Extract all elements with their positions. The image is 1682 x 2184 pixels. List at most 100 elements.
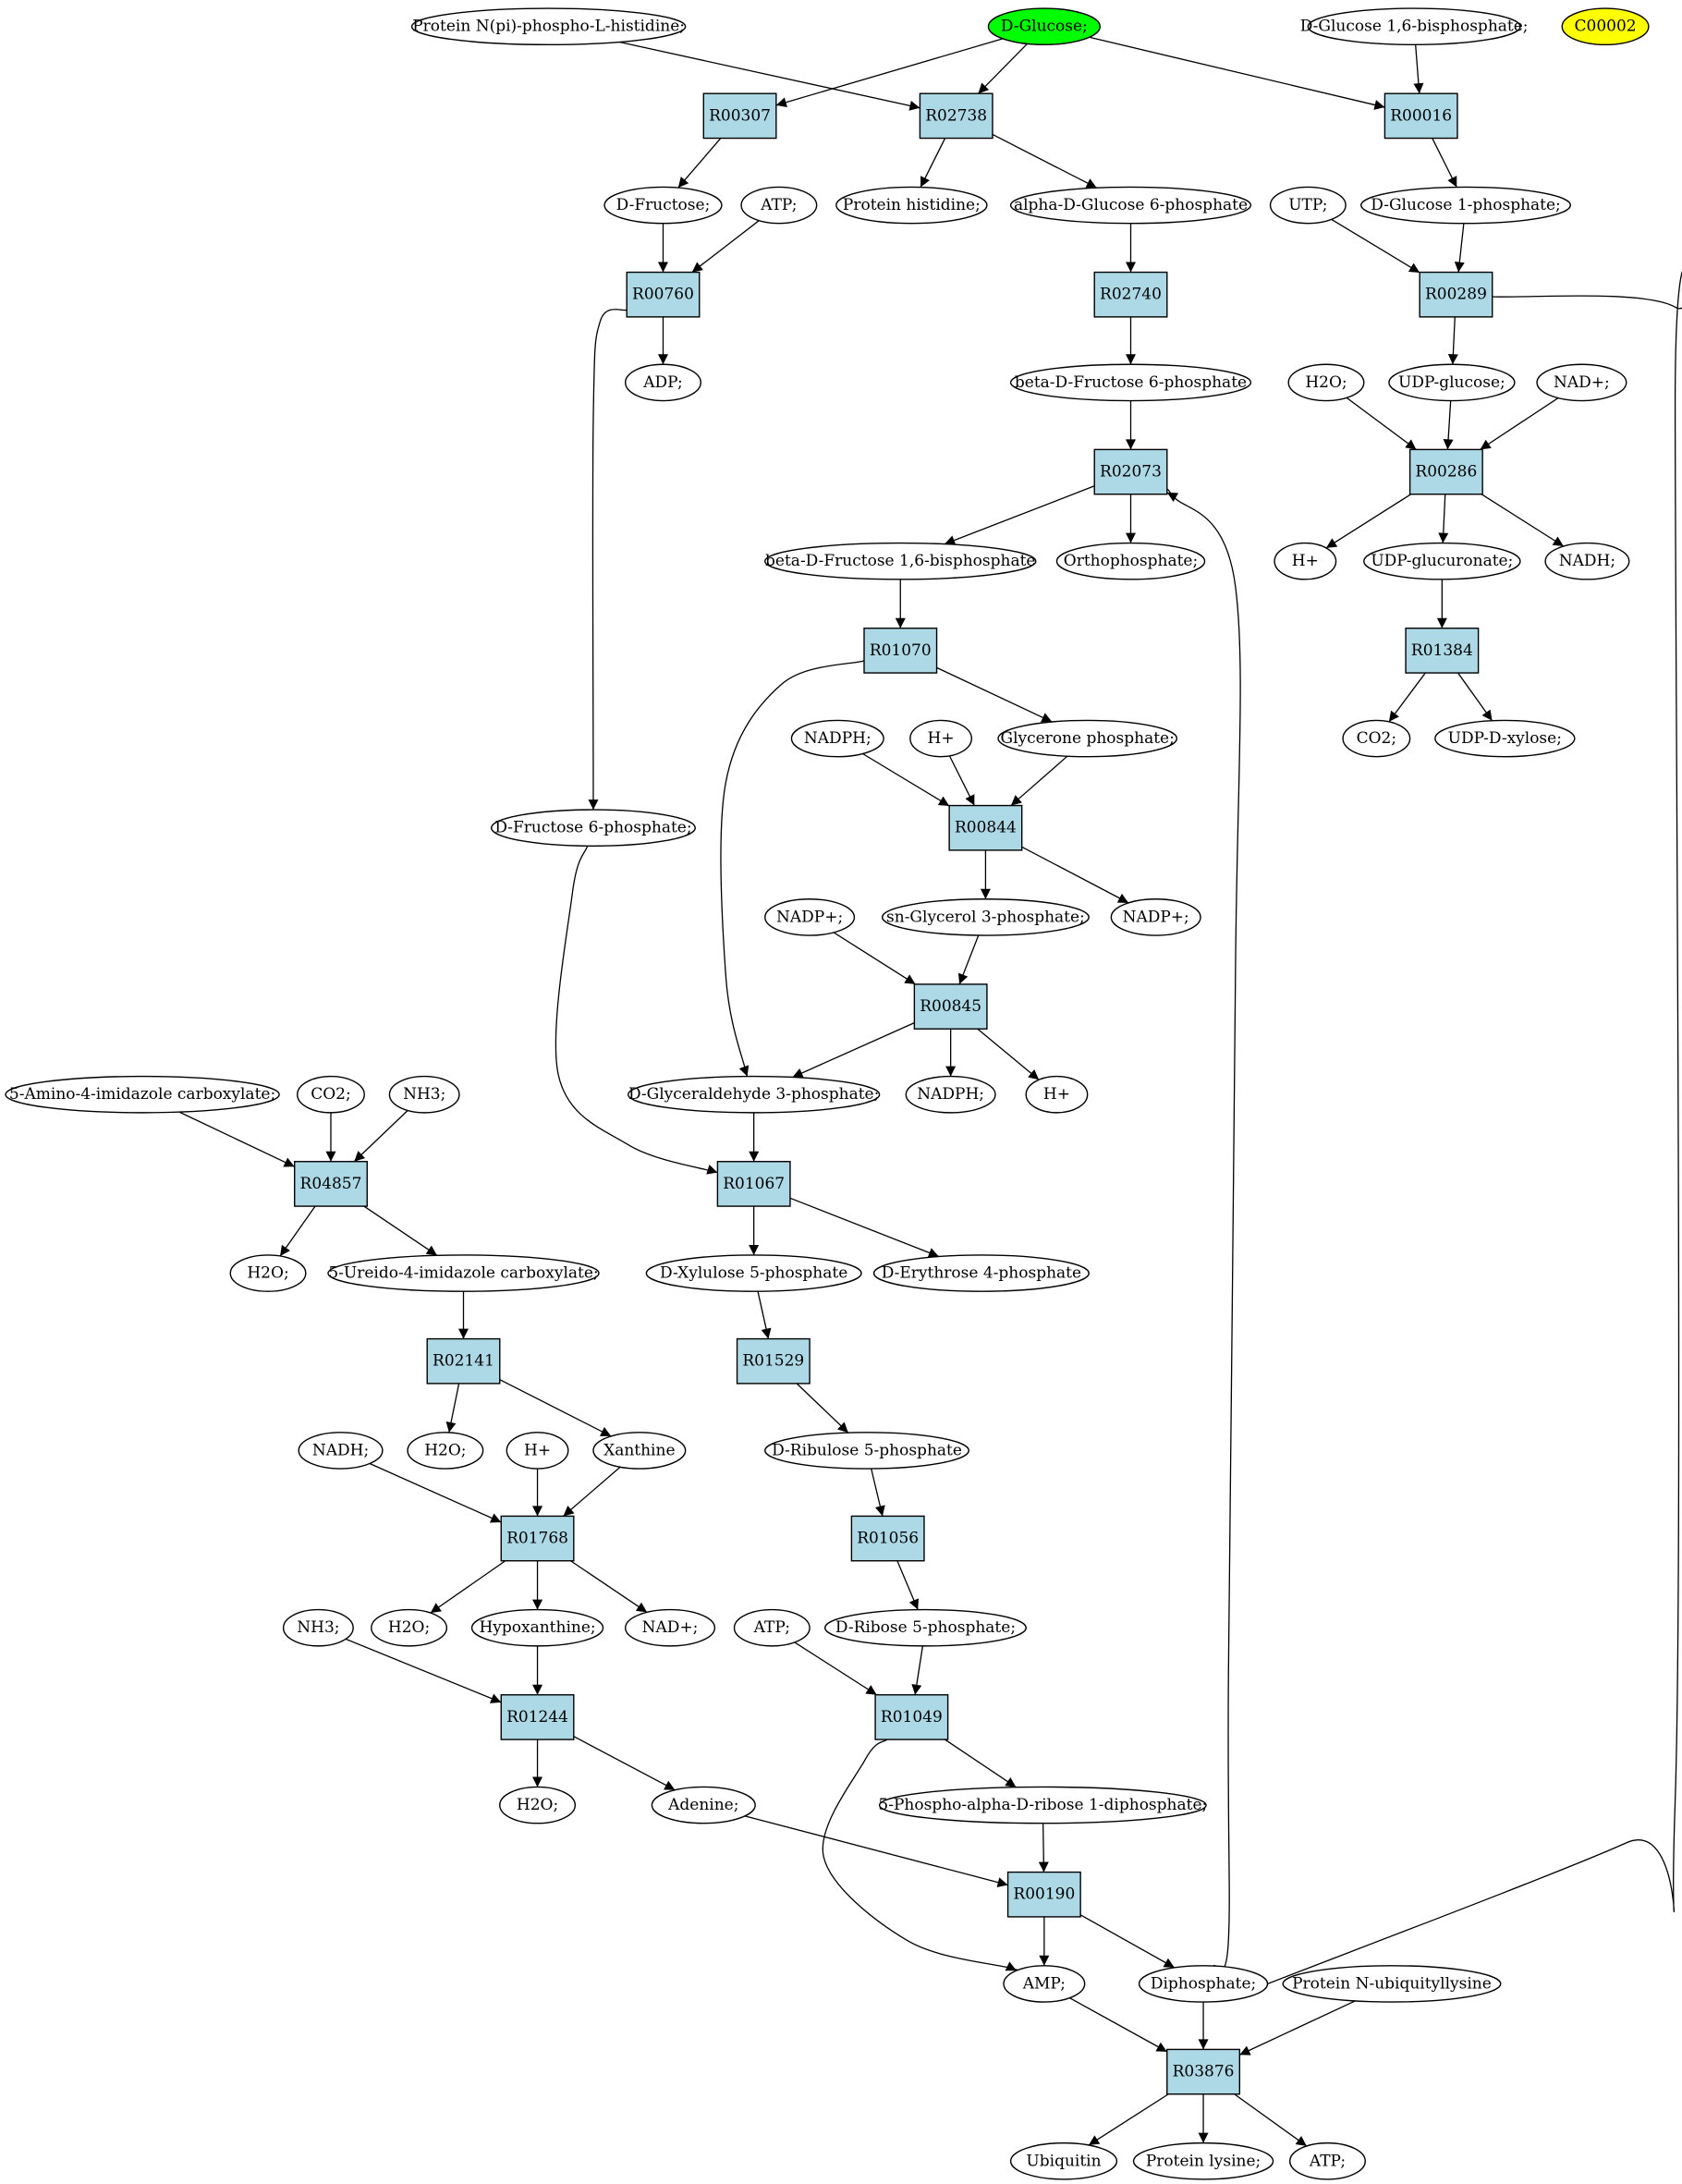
reaction-box [626, 271, 701, 318]
metabolite-node: alpha-D-Glucose 6-phosphate [1009, 186, 1252, 225]
metabolite-node: Orthophosphate; [1055, 542, 1206, 580]
metabolite-ellipse [905, 1075, 996, 1114]
edge-arrow [871, 1468, 885, 1517]
edge-arrow [920, 138, 946, 188]
edge-arrow [1331, 218, 1420, 274]
metabolite-node: Glycerone phosphate; [997, 719, 1178, 758]
edge-arrow [757, 1291, 772, 1339]
reaction-node: R04857 [294, 1161, 368, 1207]
metabolite-ellipse [1025, 1075, 1089, 1114]
edge-arrow [1021, 846, 1129, 904]
metabolite-ellipse [824, 1608, 1027, 1647]
edge-arrow [944, 485, 1095, 545]
metabolite-label: NH3; [403, 1085, 445, 1104]
metabolite-label: Protein lysine; [1146, 2152, 1261, 2170]
metabolite-label: D-Fructose 6-phosphate; [494, 819, 691, 837]
metabolite-node: Adenine; [651, 1786, 756, 1824]
reaction-label: R02738 [925, 106, 987, 125]
metabolite-label: Orthophosphate; [1064, 552, 1198, 570]
metabolite-node: NADP+; [764, 898, 856, 936]
metabolite-ellipse [1360, 186, 1572, 225]
metabolite-label: Protein histidine; [843, 196, 981, 214]
metabolite-node: H+ [1025, 1075, 1089, 1114]
edge-arrow [794, 1641, 877, 1696]
reaction-label: R04857 [300, 1175, 362, 1193]
metabolite-label: Diphosphate; [1151, 1974, 1256, 1993]
reaction-node: R03876 [1166, 2048, 1241, 2095]
metabolite-ellipse [282, 1608, 354, 1647]
reaction-box [874, 1694, 949, 1740]
edge-arrow [789, 1197, 940, 1258]
metabolite-ellipse [490, 809, 696, 848]
reaction-label: R00844 [955, 819, 1017, 837]
reaction-node: R00844 [948, 804, 1023, 851]
metabolite-label: D-Xylulose 5-phosphate [660, 1264, 847, 1283]
metabolite-label: CO2; [311, 1085, 351, 1104]
reaction-node: R01529 [736, 1337, 811, 1385]
metabolite-ellipse [1009, 186, 1252, 225]
metabolite-ellipse [909, 719, 973, 758]
metabolite-ellipse [835, 186, 988, 225]
edge-arrow [178, 1111, 295, 1167]
edge-arrow [1481, 494, 1565, 547]
edge-arrow [677, 138, 722, 189]
metabolite-node: beta-D-Fructose 6-phosphate [1009, 363, 1252, 402]
metabolite-label: UDP-glucose; [1398, 373, 1505, 392]
metabolite-ellipse [628, 1075, 881, 1114]
metabolite-ellipse [5, 1075, 280, 1114]
metabolite-ellipse [1282, 1965, 1502, 2003]
metabolite-ellipse [327, 1254, 600, 1292]
metabolite-node: H2O; [229, 1254, 307, 1292]
metabolite-ellipse [1138, 1965, 1269, 2003]
reaction-node: R00307 [702, 92, 777, 140]
edge-arrow [957, 934, 980, 985]
edge-arrow [345, 1638, 502, 1703]
metabolite-label: ATP; [760, 196, 797, 214]
edge-arrow [369, 1462, 502, 1523]
reaction-box [919, 92, 993, 140]
reaction-label: R02740 [1100, 286, 1162, 304]
reaction-node: R02740 [1093, 271, 1168, 318]
metabolite-ellipse [1289, 2141, 1366, 2180]
metabolite-label: NADP+; [1123, 908, 1189, 926]
metabolite-node: H+ [1274, 542, 1337, 580]
edge-arrow [1038, 1823, 1049, 1873]
metabolite-node: NH3; [282, 1608, 354, 1647]
metabolite-label: D-Ribose 5-phosphate; [835, 1618, 1016, 1637]
reaction-node: R02738 [919, 92, 993, 140]
reaction-label: R01067 [723, 1175, 785, 1193]
metabolite-node: NADH; [1544, 542, 1630, 580]
metabolite-label: H+ [928, 729, 955, 748]
metabolite-label: UTP; [1288, 196, 1327, 214]
reaction-box [948, 804, 1023, 851]
metabolite-ellipse [1388, 363, 1516, 402]
metabolite-label: Protein N-ubiquityllysine [1292, 1974, 1492, 1993]
reaction-box [426, 1337, 501, 1385]
metabolite-ellipse [592, 1432, 687, 1470]
edge-arrow [1234, 2093, 1308, 2147]
edge-arrow [862, 752, 950, 807]
metabolite-ellipse [1287, 363, 1365, 402]
edge-arrow [1346, 397, 1417, 450]
metabolite-node: 5-Phospho-alpha-D-ribose 1-diphosphate; [878, 1786, 1207, 1824]
reaction-box [500, 1694, 575, 1740]
reaction-box [1383, 92, 1458, 140]
metabolite-label: C00002 [1575, 18, 1637, 36]
metabolite-ellipse [764, 542, 1037, 580]
edge-arrow [363, 1205, 438, 1256]
reaction-box [1419, 271, 1493, 318]
edge-arrow [978, 43, 1028, 94]
reaction-box [863, 628, 938, 674]
edge-arrow [1443, 400, 1454, 450]
reaction-node: R01070 [863, 628, 938, 674]
reaction-label: R01768 [506, 1530, 568, 1548]
metabolite-ellipse [407, 1432, 484, 1470]
metabolite-label: H2O; [247, 1264, 288, 1283]
edge-arrow [1089, 36, 1385, 110]
metabolite-label: NADH; [312, 1441, 369, 1459]
edge-arrow [573, 1736, 676, 1791]
metabolite-node: CO2; [297, 1075, 365, 1114]
edge-arrow [1480, 397, 1559, 450]
metabolite-node: 5-Ureido-4-imidazole carboxylate; [327, 1254, 600, 1292]
